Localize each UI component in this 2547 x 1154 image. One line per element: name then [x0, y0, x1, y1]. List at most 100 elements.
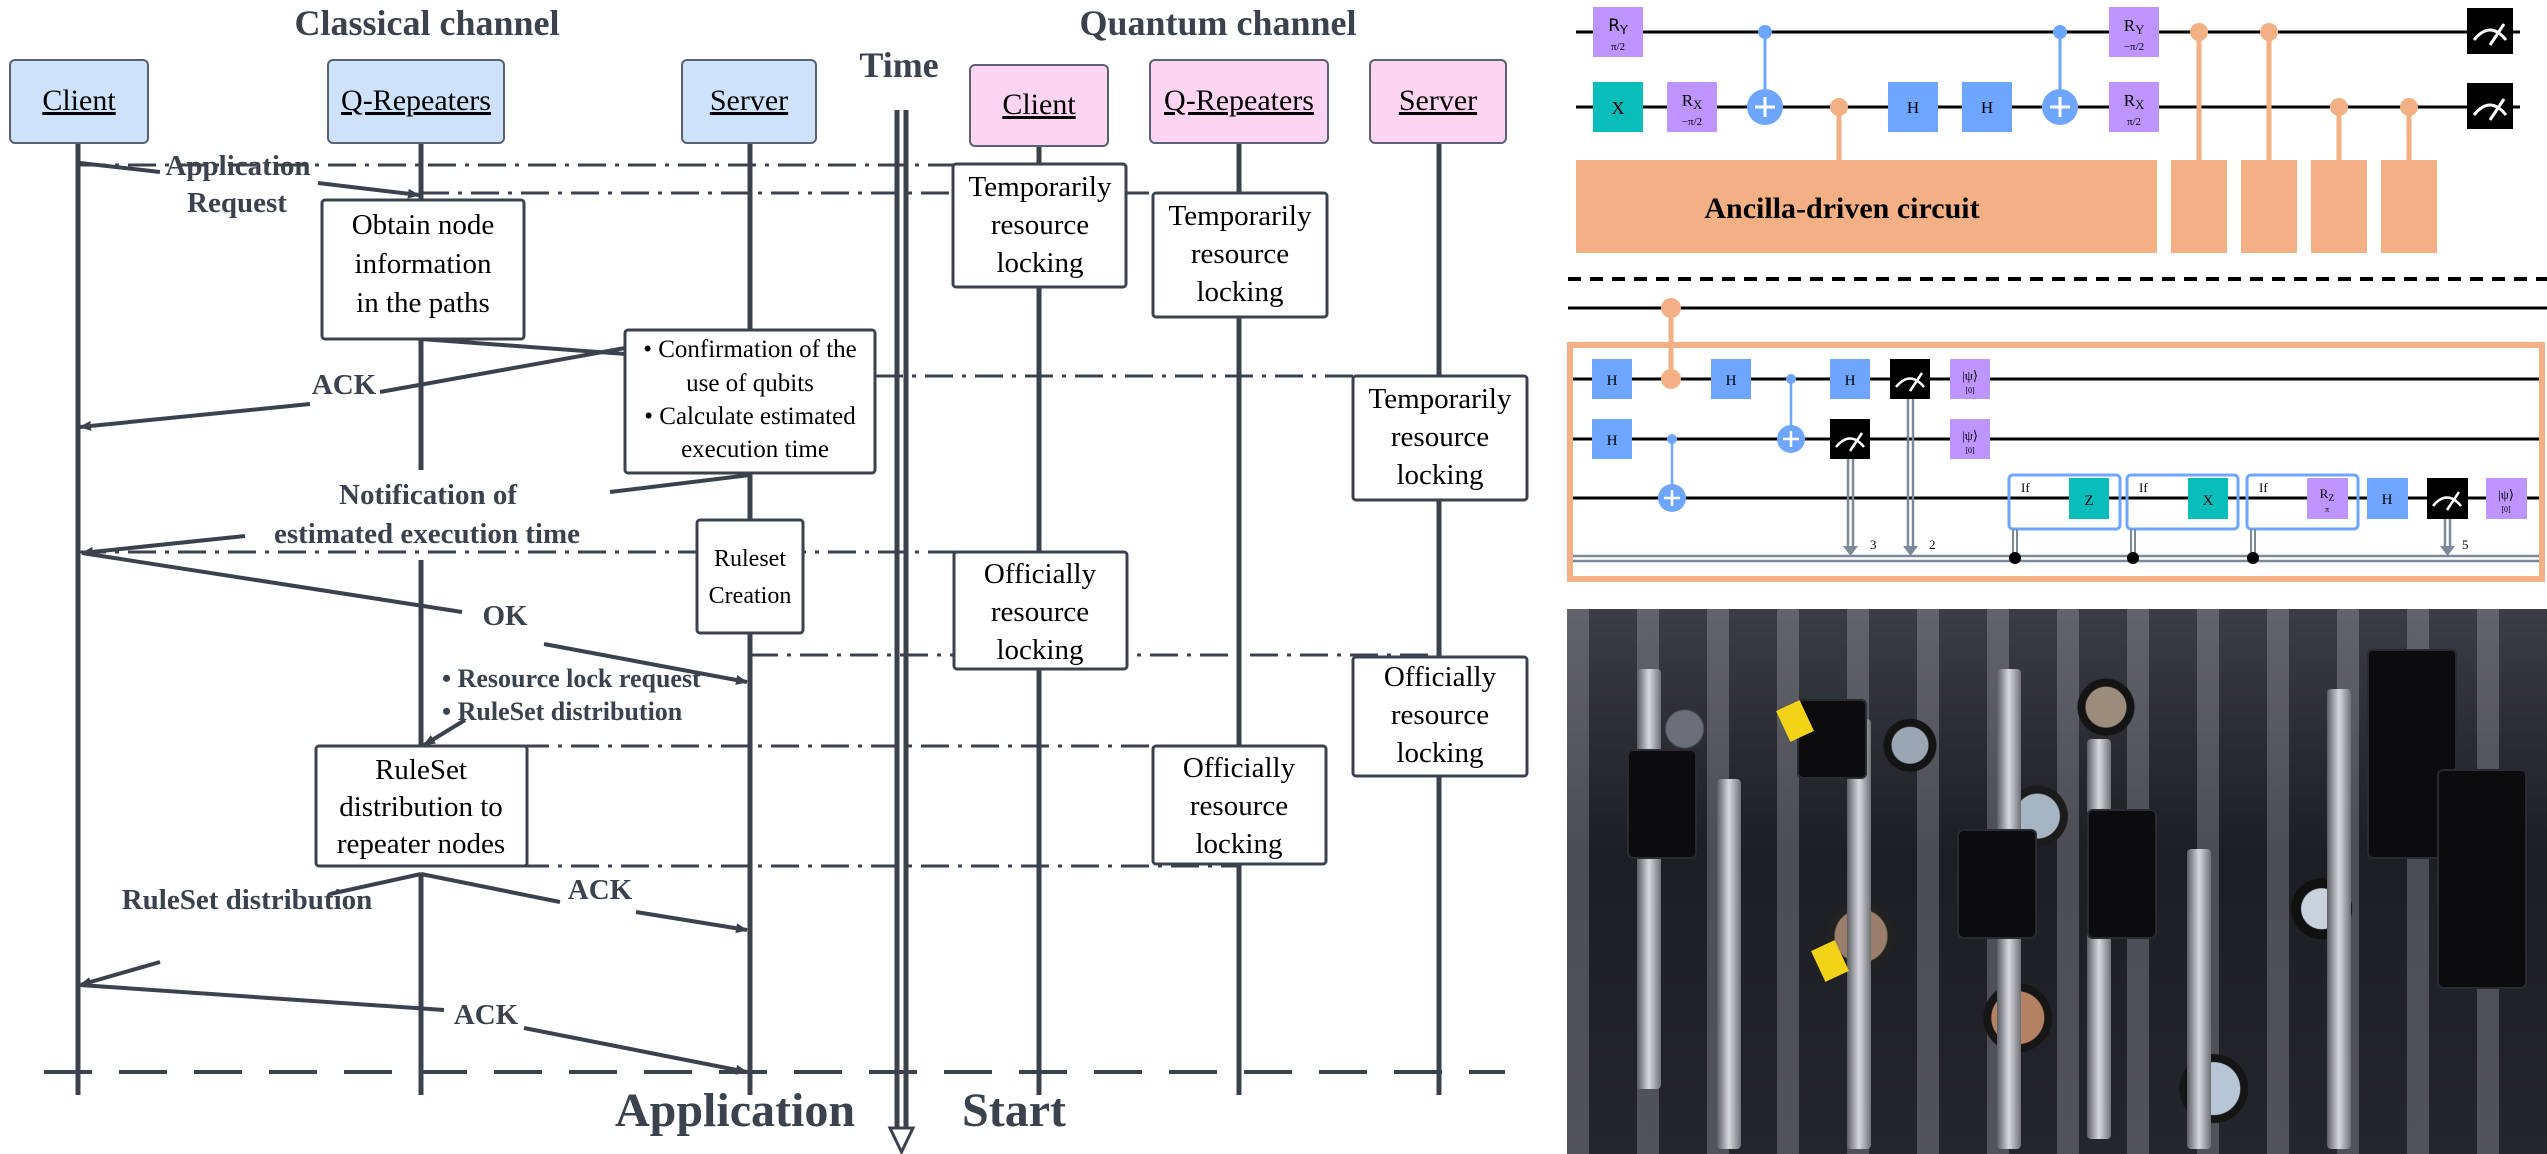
ancilla-control-2 — [1661, 298, 1681, 389]
gate-param: π/2 — [1611, 41, 1625, 53]
reset-gate[interactable]: |ψ⟩ [0] — [2486, 478, 2527, 519]
gate-rx[interactable]: RX π/2 — [2109, 82, 2159, 132]
if-block-z[interactable]: If Z — [2007, 473, 2122, 564]
box-q-repeaters-official: Officially resource locking — [1151, 744, 1328, 866]
quantum-channel-title: Quantum channel — [1079, 3, 1356, 43]
if-block-x[interactable]: If X — [2125, 473, 2240, 564]
label-ruleset-distribution-bullet: • RuleSet distribution — [442, 697, 683, 726]
reset-gate[interactable]: |ψ⟩ [0] — [1950, 359, 1990, 399]
gate-param: −π/2 — [1682, 116, 1702, 128]
classical-actor-repeaters[interactable]: Q-Repeaters — [327, 59, 505, 144]
arrow-ack-ruleset-server — [420, 872, 747, 930]
gate-param: [0] — [1965, 446, 1975, 455]
gate-h[interactable]: H — [1592, 359, 1632, 399]
box-text: information — [355, 248, 492, 280]
gate-h[interactable]: H — [2367, 478, 2408, 519]
box-text: Ruleset — [714, 546, 786, 572]
gate-label: H — [1607, 433, 1618, 449]
if-label: If — [2021, 480, 2030, 495]
classical-channel-title: Classical channel — [294, 3, 559, 43]
arrow-ruleset-to-client — [80, 872, 422, 985]
arrow-notification — [82, 473, 751, 553]
cnot-gate-3[interactable] — [1658, 434, 1686, 512]
box-text: Temporarily — [969, 171, 1112, 203]
box-text: in the paths — [356, 287, 490, 319]
box-text: repeater nodes — [337, 828, 505, 860]
cnot-gate-4[interactable] — [1777, 374, 1805, 453]
optical-post — [1637, 669, 1661, 1089]
gate-x[interactable]: X — [1593, 82, 1643, 132]
label-ack-2: ACK — [568, 874, 633, 906]
gate-label: RZ — [2320, 486, 2335, 504]
gate-ry[interactable]: RY −π/2 — [2109, 7, 2159, 57]
box-q-repeaters-temporary: Temporarily resource locking — [1151, 191, 1329, 319]
cnot-gate-1[interactable] — [1747, 25, 1783, 125]
measure-icon[interactable] — [2467, 83, 2513, 129]
measure-icon[interactable]: 2 — [1890, 359, 1936, 556]
quantum-actor-server[interactable]: Server — [1369, 59, 1507, 144]
optical-table-photo — [1567, 609, 2547, 1154]
gate-label: H — [2382, 492, 2393, 508]
quantum-actor-client[interactable]: Client — [969, 64, 1109, 147]
gate-label: H — [1907, 98, 1919, 117]
optical-post — [2087, 739, 2111, 1139]
box-text: • Calculate estimated — [644, 403, 856, 430]
gate-param: −π/2 — [2124, 41, 2144, 53]
classical-actor-client[interactable]: Client — [9, 59, 149, 144]
gate-label: |ψ⟩ — [1962, 368, 1978, 383]
arrow-application-request — [79, 161, 419, 195]
gate-param: π — [2325, 505, 2329, 514]
measure-icon[interactable] — [2467, 8, 2513, 54]
box-text: resource — [1391, 699, 1489, 731]
box-text: RuleSet — [375, 754, 467, 786]
label-ack-3: ACK — [454, 999, 519, 1031]
box-q-client-temporary: Temporarily resource locking — [951, 162, 1128, 289]
reset-gate[interactable]: |ψ⟩ [0] — [1950, 419, 1990, 459]
box-ruleset-distribution: RuleSet distribution to repeater nodes — [314, 744, 529, 868]
classical-actor-server[interactable]: Server — [681, 59, 817, 144]
if-label: If — [2139, 480, 2148, 495]
gate-label: H — [1726, 373, 1737, 389]
sync-lines — [78, 163, 1439, 868]
box-text: resource — [991, 209, 1089, 241]
actor-label: Server — [710, 84, 788, 117]
gate-h[interactable]: H — [1830, 359, 1870, 399]
bottom-label-application: Application — [615, 1084, 855, 1137]
if-block-rz[interactable]: If RZ π — [2245, 473, 2360, 564]
gate-h[interactable]: H — [1592, 419, 1632, 459]
gate-label: H — [1981, 98, 1993, 117]
actor-label: Q-Repeaters — [341, 84, 491, 117]
time-label: Time — [859, 45, 938, 85]
box-text: locking — [1397, 737, 1484, 769]
gate-h[interactable]: H — [1888, 82, 1938, 132]
gate-h[interactable]: H — [1962, 82, 2012, 132]
ancilla-driven-circuit-block[interactable]: Ancilla-driven circuit — [1576, 160, 2157, 253]
gate-ry[interactable]: RY π/2 — [1593, 7, 1643, 57]
mirror-mount — [2437, 769, 2527, 989]
gate-rx[interactable]: RX −π/2 — [1667, 82, 1717, 132]
box-text: locking — [1397, 459, 1484, 491]
measure-icon[interactable]: 3 — [1830, 419, 1877, 556]
cnot-gate-2[interactable] — [2042, 25, 2078, 125]
box-text: resource — [991, 596, 1089, 628]
arrow-lock-request — [422, 718, 467, 747]
mirror-mount — [1627, 749, 1697, 859]
label-application-request-line2: Request — [187, 187, 287, 219]
measure-icon[interactable]: 5 — [2427, 478, 2469, 556]
label-application-request: Application — [165, 150, 310, 182]
box-text: Officially — [984, 558, 1097, 590]
box-text: Obtain node — [352, 209, 495, 241]
message-arrows — [79, 161, 751, 1072]
gate-h[interactable]: H — [1711, 359, 1751, 399]
box-text: • Confirmation of the — [643, 336, 857, 363]
gate-param: [0] — [2501, 505, 2511, 514]
arrow-ok — [81, 551, 747, 682]
label-notification: Notification of — [339, 479, 517, 511]
quantum-actor-repeaters[interactable]: Q-Repeaters — [1149, 59, 1329, 144]
mirror-mount — [2087, 809, 2157, 939]
label-ok: OK — [482, 600, 528, 632]
if-label: If — [2259, 480, 2268, 495]
box-q-client-official: Officially resource locking — [952, 550, 1129, 671]
classical-bit-label: 2 — [1929, 537, 1936, 552]
box-q-server-official: Officially resource locking — [1351, 655, 1529, 778]
